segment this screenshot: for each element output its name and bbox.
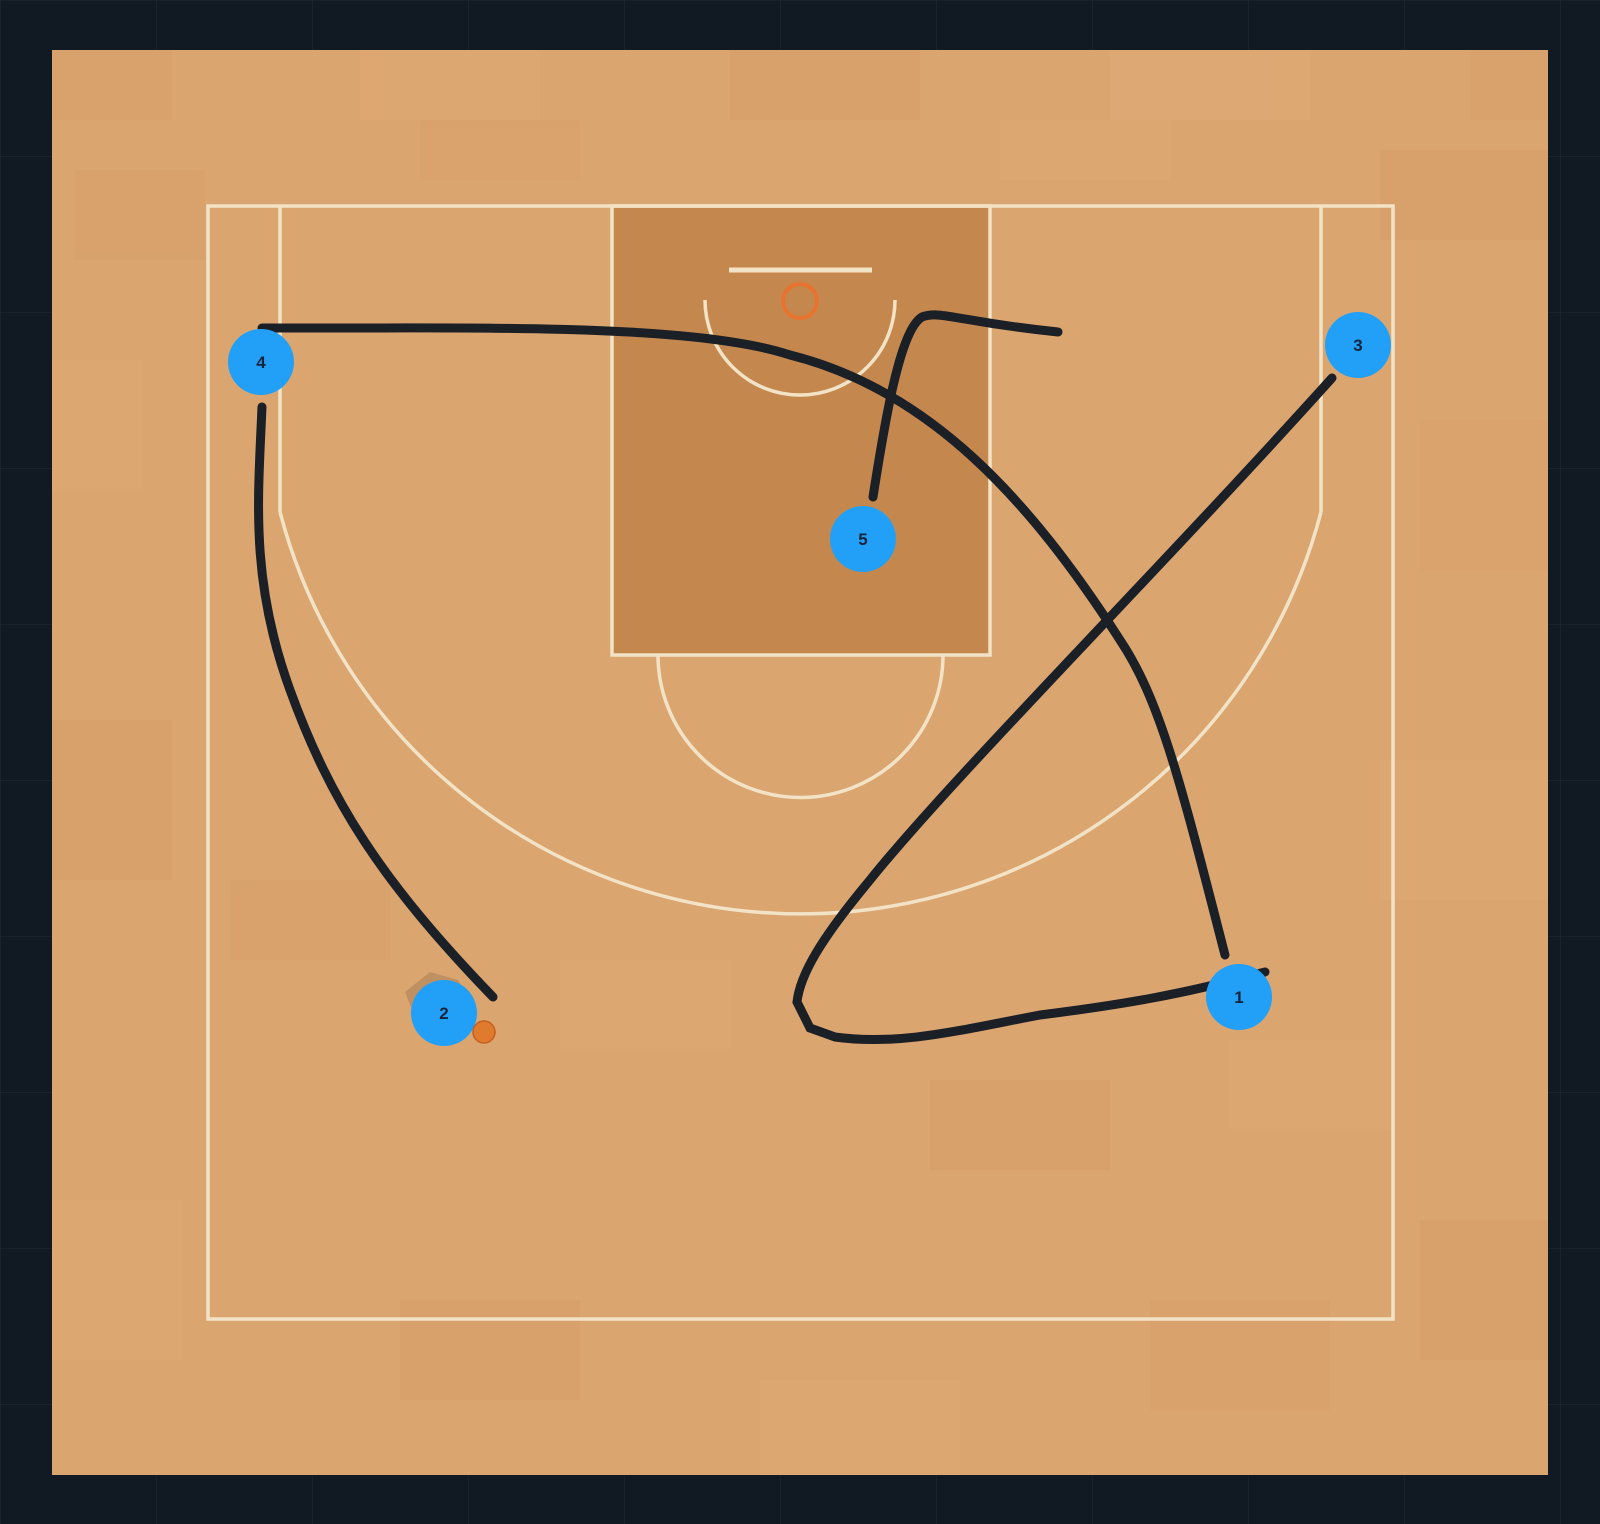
player-token bbox=[1325, 312, 1391, 378]
player-1[interactable]: 1 bbox=[1206, 964, 1272, 1030]
cut-path-player-4 bbox=[254, 402, 498, 1002]
cut-path-player-5 bbox=[868, 310, 1063, 502]
player-token bbox=[411, 980, 477, 1046]
player-number: 1 bbox=[1234, 988, 1243, 1007]
free-throw-lane bbox=[610, 204, 992, 657]
player-4[interactable]: 4 bbox=[228, 329, 294, 395]
play-paths bbox=[254, 310, 1337, 1045]
free-throw-circle bbox=[656, 654, 945, 800]
three-point-arc bbox=[278, 511, 1323, 916]
player-number: 3 bbox=[1353, 336, 1362, 355]
player-number: 2 bbox=[439, 1004, 448, 1023]
court-lines bbox=[206, 204, 1395, 1321]
player-token bbox=[830, 506, 896, 572]
player-number: 4 bbox=[256, 353, 266, 372]
player-5[interactable]: 5 bbox=[830, 506, 896, 572]
player-token bbox=[228, 329, 294, 395]
player-number: 5 bbox=[858, 530, 867, 549]
cut-path-player-1 bbox=[257, 323, 1230, 960]
player-2[interactable]: 2 bbox=[405, 972, 496, 1046]
players: 1 2 3 4 5 bbox=[228, 312, 1391, 1046]
paint-area bbox=[612, 206, 990, 655]
player-token bbox=[1206, 964, 1272, 1030]
screen-path-player-3 bbox=[792, 373, 1337, 1045]
basketball-icon bbox=[472, 1020, 496, 1044]
hoop-rim bbox=[781, 282, 819, 320]
player-3[interactable]: 3 bbox=[1325, 312, 1391, 378]
